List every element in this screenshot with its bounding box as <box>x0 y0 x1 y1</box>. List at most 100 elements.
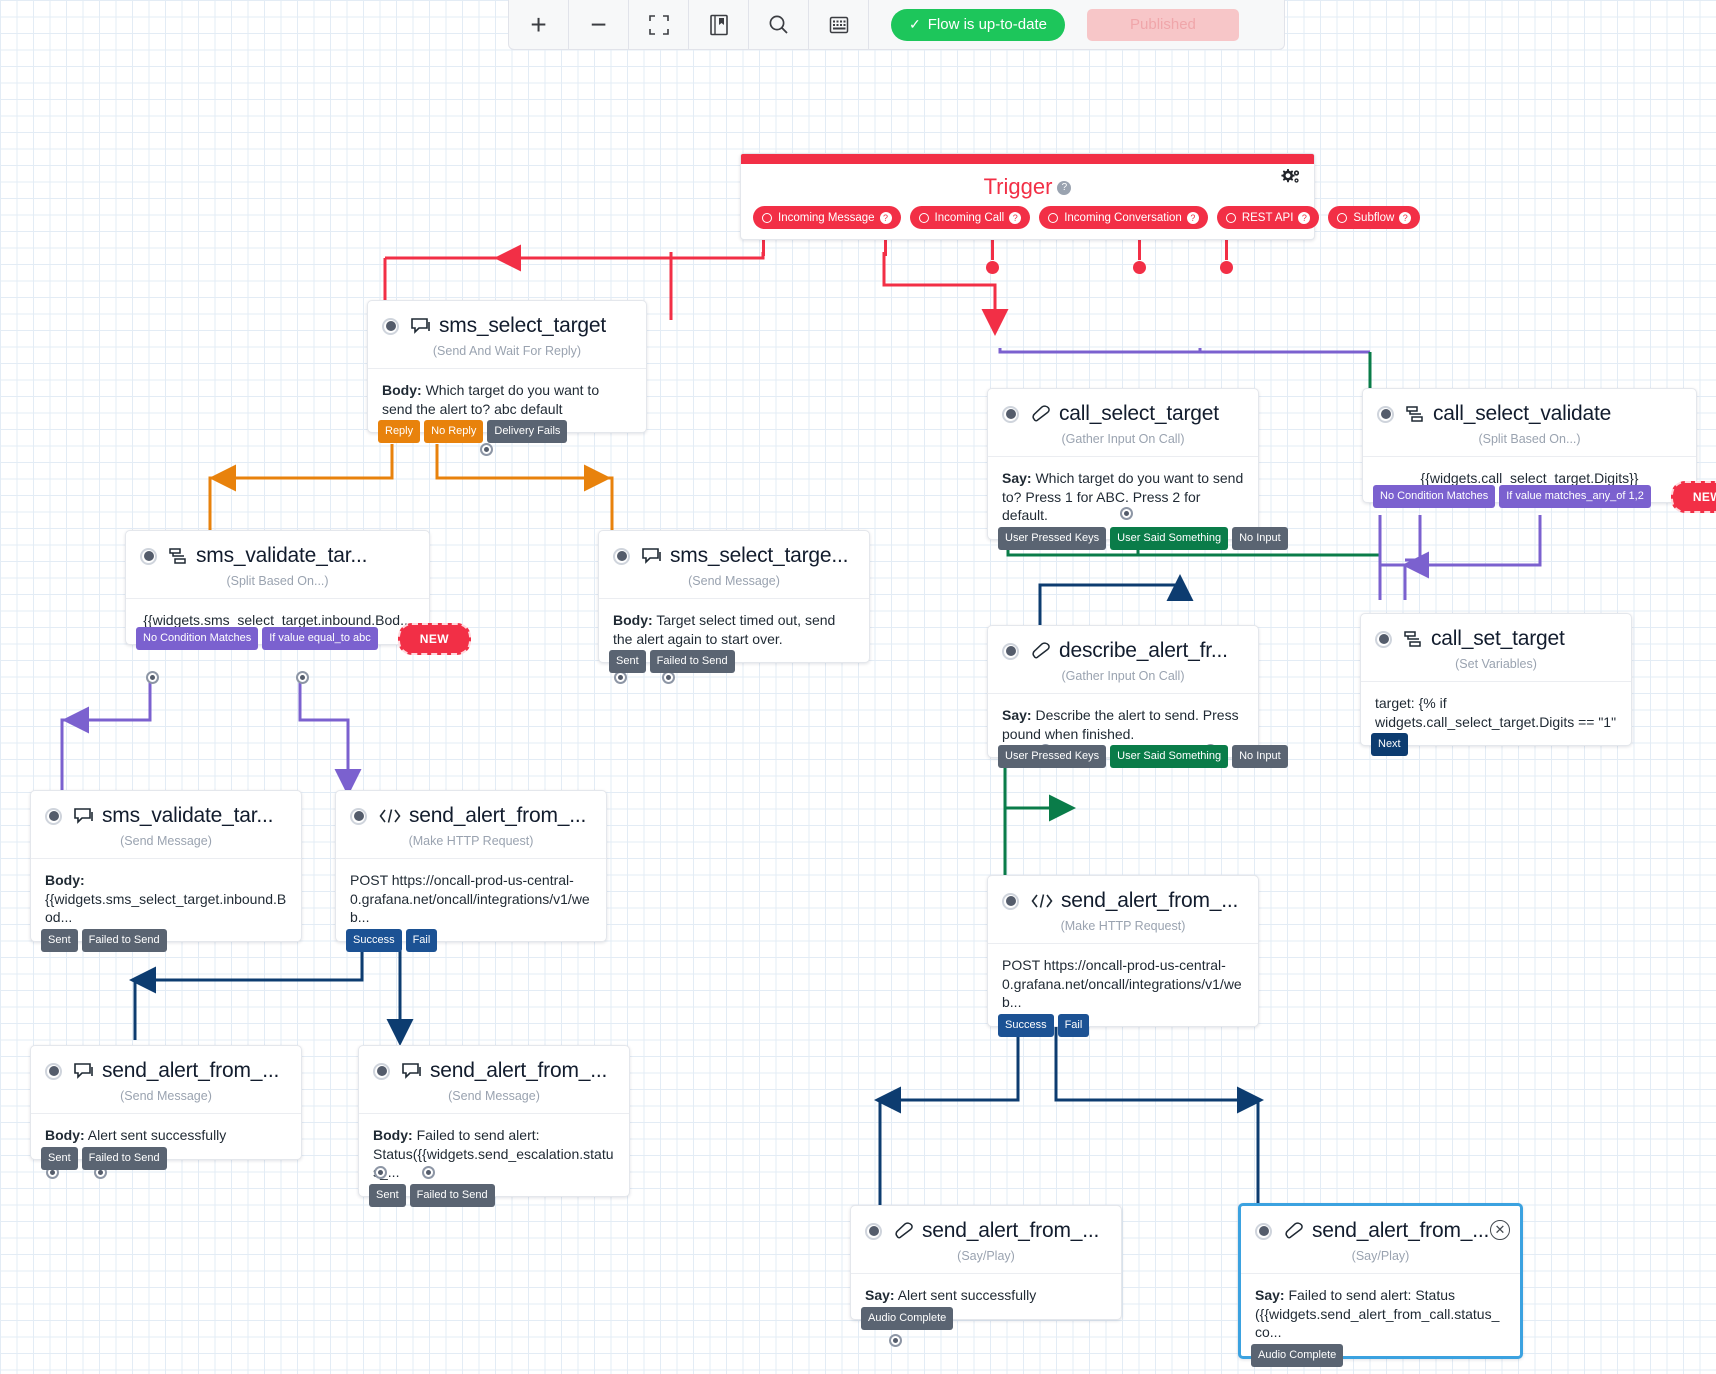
output-pill-next[interactable]: Next <box>1371 733 1408 757</box>
output-pill-fail[interactable]: Fail <box>405 928 438 952</box>
fit-to-screen-button[interactable] <box>629 0 689 49</box>
trigger-dot-subflow[interactable] <box>1220 261 1233 274</box>
output-pill-reply[interactable]: Reply <box>378 420 421 444</box>
publish-button[interactable]: Published <box>1086 8 1239 41</box>
output-pill-delivery-fails[interactable]: Delivery Fails <box>487 420 568 444</box>
zoom-out-button[interactable]: − <box>569 0 629 49</box>
node-call-select-validate[interactable]: call_select_validate (Split Based On...)… <box>1362 388 1716 513</box>
node-send-alert-from-call-success[interactable]: send_alert_from_... (Say/Play) Say: Aler… <box>850 1205 1122 1347</box>
output-pill-sent[interactable]: Sent <box>609 650 646 674</box>
node-outputs: User Pressed Keys User Said Something No… <box>998 745 1288 769</box>
node-output-dot[interactable] <box>889 1334 902 1347</box>
node-input-dot[interactable] <box>45 1062 62 1080</box>
help-icon[interactable]: ? <box>879 211 892 224</box>
trigger-output-incoming-message[interactable]: Incoming Message ? <box>753 206 901 229</box>
node-output-dot[interactable] <box>422 1166 435 1179</box>
node-output-dot[interactable] <box>480 443 493 456</box>
node-subtitle: (Send And Wait For Reply) <box>432 344 582 358</box>
node-body-text: Describe the alert to send. Press pound … <box>1002 707 1239 742</box>
node-send-alert-from-call-http[interactable]: send_alert_from_... (Make HTTP Request) … <box>987 875 1259 1037</box>
node-input-dot[interactable] <box>1377 405 1394 423</box>
help-icon[interactable]: ? <box>1186 211 1199 224</box>
node-input-dot[interactable] <box>613 547 630 565</box>
node-subtitle: (Send Message) <box>688 574 780 588</box>
output-pill-fail[interactable]: Fail <box>1057 1013 1090 1037</box>
node-send-alert-from-sms-fail[interactable]: send_alert_from_... (Send Message) Body:… <box>358 1045 630 1207</box>
node-output-dot[interactable] <box>614 671 627 684</box>
node-input-dot[interactable] <box>373 1062 390 1080</box>
node-call-select-target[interactable]: call_select_target (Gather Input On Call… <box>987 388 1288 550</box>
help-icon[interactable]: ? <box>1298 211 1311 224</box>
node-input-dot[interactable] <box>1002 642 1019 660</box>
trigger-output-rest-api[interactable]: REST API ? <box>1216 206 1320 229</box>
output-pill-sent[interactable]: Sent <box>41 928 78 952</box>
node-body: Say: Which target do you want to send to… <box>988 456 1258 539</box>
help-icon[interactable]: ? <box>1399 211 1412 224</box>
close-icon[interactable]: ✕ <box>1490 1220 1510 1240</box>
trigger-dot-incoming-conversation[interactable] <box>986 261 999 274</box>
help-icon[interactable]: ? <box>1009 211 1022 224</box>
node-sms-select-target-timeout[interactable]: sms_select_targe... (Send Message) Body:… <box>598 530 870 684</box>
output-pill-failed-to-send[interactable]: Failed to Send <box>409 1183 495 1207</box>
output-pill-user-pressed-keys[interactable]: User Pressed Keys <box>998 526 1107 550</box>
output-pill-no-input[interactable]: No Input <box>1232 526 1288 550</box>
trigger-dot-rest-api[interactable] <box>1133 261 1146 274</box>
output-pill-success[interactable]: Success <box>346 928 402 952</box>
add-condition-new-pill[interactable]: NEW <box>397 622 471 655</box>
node-input-dot[interactable] <box>382 317 399 335</box>
output-pill-no-reply[interactable]: No Reply <box>424 420 484 444</box>
code-icon <box>1031 893 1053 909</box>
zoom-in-button[interactable]: + <box>509 0 569 49</box>
node-output-dot[interactable] <box>296 671 309 684</box>
output-pill-no-condition-matches[interactable]: No Condition Matches <box>136 627 259 651</box>
trigger-output-incoming-conversation[interactable]: Incoming Conversation ? <box>1039 206 1208 229</box>
node-input-dot[interactable] <box>1255 1222 1272 1240</box>
node-input-dot[interactable] <box>350 807 367 825</box>
trigger-output-subflow[interactable]: Subflow ? <box>1328 206 1421 229</box>
node-output-dot[interactable] <box>1120 507 1133 520</box>
node-title: send_alert_from_... <box>102 1059 280 1082</box>
output-pill-sent[interactable]: Sent <box>369 1183 406 1207</box>
widget-library-button[interactable] <box>689 0 749 49</box>
node-body: {{widgets.call_select_target.Digits}} <box>1363 456 1696 502</box>
search-button[interactable] <box>749 0 809 49</box>
node-input-dot[interactable] <box>1002 892 1019 910</box>
help-icon[interactable]: ? <box>1057 181 1072 196</box>
node-sms-validate-target[interactable]: sms_validate_tar... (Split Based On...) … <box>125 530 471 684</box>
node-output-dot[interactable] <box>146 671 159 684</box>
node-header: send_alert_from_... <box>359 1046 629 1085</box>
output-pill-no-input[interactable]: No Input <box>1232 745 1288 769</box>
output-pill-user-said-something[interactable]: User Said Something <box>1110 745 1229 769</box>
node-input-dot[interactable] <box>1002 405 1019 423</box>
grid-toggle-button[interactable] <box>809 0 869 49</box>
node-input-dot[interactable] <box>1375 630 1392 648</box>
output-pill-if-value-matches-any-of[interactable]: If value matches_any_of 1,2 <box>1499 485 1651 509</box>
node-output-dot[interactable] <box>374 1166 387 1179</box>
output-pill-user-said-something[interactable]: User Said Something <box>1110 526 1229 550</box>
settings-gear-icon[interactable] <box>1278 166 1302 196</box>
node-call-set-target[interactable]: call_set_target (Set Variables) target: … <box>1360 613 1632 757</box>
output-pill-failed-to-send[interactable]: Failed to Send <box>649 650 735 674</box>
node-send-alert-from-sms-http[interactable]: send_alert_from_... (Make HTTP Request) … <box>335 790 607 952</box>
node-send-alert-from-call-fail[interactable]: send_alert_from_... ✕ (Say/Play) Say: Fa… <box>1238 1203 1523 1367</box>
node-sms-select-target[interactable]: sms_select_target (Send And Wait For Rep… <box>367 300 647 456</box>
output-pill-if-value-equal-to-abc[interactable]: If value equal_to abc <box>262 627 378 651</box>
node-send-alert-from-sms-success[interactable]: send_alert_from_... (Send Message) Body:… <box>30 1045 302 1179</box>
node-describe-alert-from-call[interactable]: describe_alert_fr... (Gather Input On Ca… <box>987 625 1288 769</box>
output-pill-failed-to-send[interactable]: Failed to Send <box>81 1146 167 1170</box>
add-condition-new-pill[interactable]: NEW <box>1670 480 1716 513</box>
trigger-node[interactable]: Trigger? Incoming Message ? Incoming Cal… <box>740 153 1421 240</box>
node-input-dot[interactable] <box>45 807 62 825</box>
node-input-dot[interactable] <box>865 1222 882 1240</box>
trigger-output-incoming-call[interactable]: Incoming Call ? <box>909 206 1031 229</box>
output-pill-success[interactable]: Success <box>998 1013 1054 1037</box>
output-pill-failed-to-send[interactable]: Failed to Send <box>81 928 167 952</box>
flow-status-badge[interactable]: ✓ Flow is up-to-date <box>891 8 1065 41</box>
node-input-dot[interactable] <box>140 547 157 565</box>
output-pill-user-pressed-keys[interactable]: User Pressed Keys <box>998 745 1107 769</box>
output-pill-audio-complete[interactable]: Audio Complete <box>1251 1343 1344 1367</box>
node-sms-validate-target-fail[interactable]: sms_validate_tar... (Send Message) Body:… <box>30 790 302 952</box>
output-pill-no-condition-matches[interactable]: No Condition Matches <box>1373 485 1496 509</box>
output-pill-sent[interactable]: Sent <box>41 1146 78 1170</box>
output-pill-audio-complete[interactable]: Audio Complete <box>861 1306 954 1330</box>
